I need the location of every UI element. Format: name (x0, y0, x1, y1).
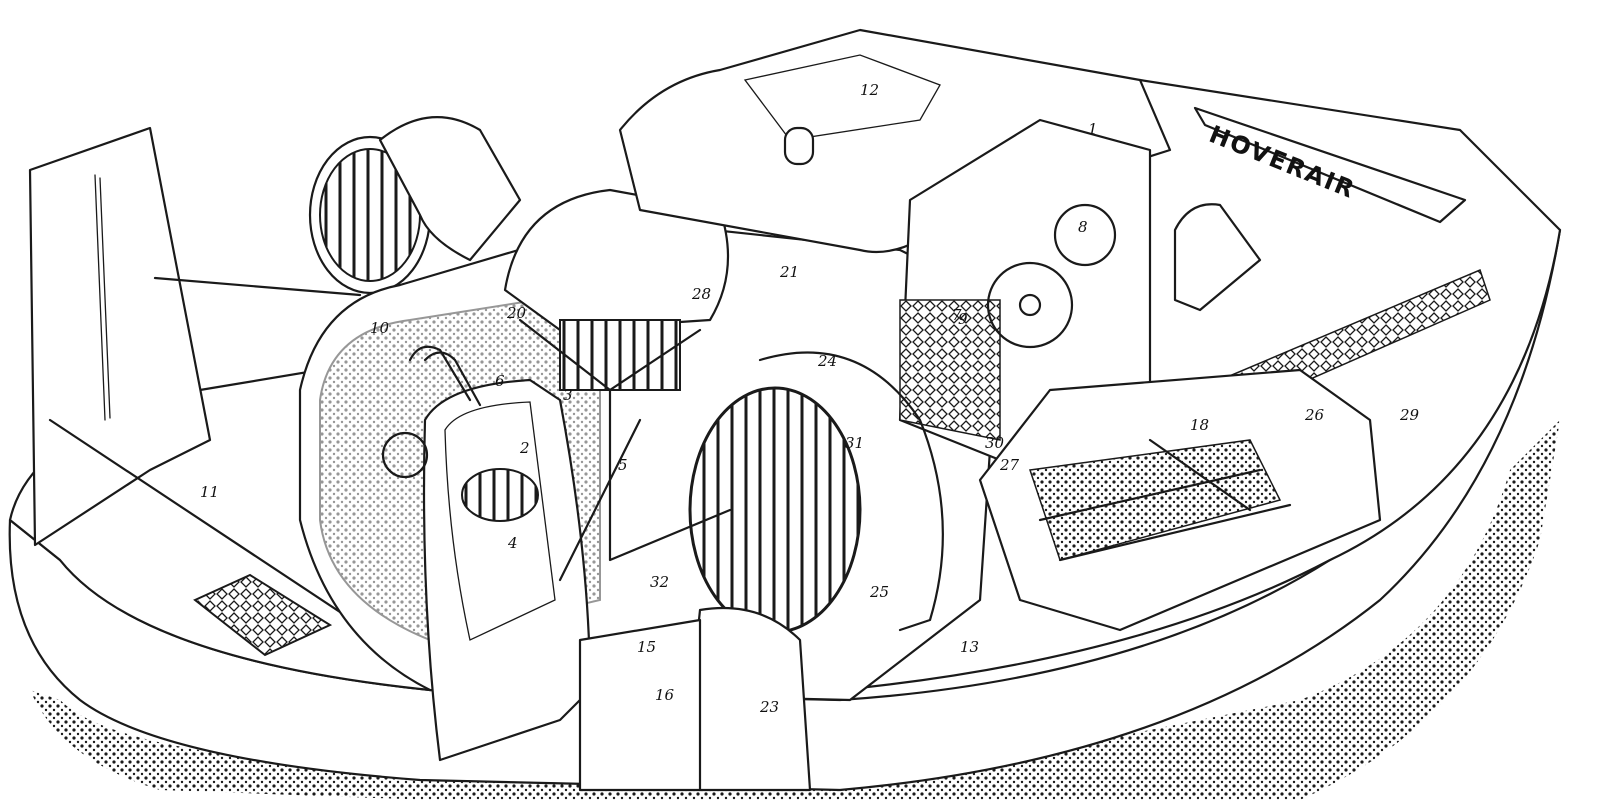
roof-hatch (743, 54, 941, 141)
callout-16: 16 (655, 686, 675, 704)
callout-12: 12 (860, 81, 879, 99)
steering-hub (1018, 293, 1042, 317)
deck-vent (193, 573, 333, 657)
callout-32: 32 (650, 573, 669, 591)
callout-3: 3 (563, 386, 573, 404)
callout-15: 15 (637, 638, 656, 656)
callout-28: 28 (691, 285, 711, 303)
callout-7: 7 (952, 306, 962, 324)
exhaust-pipes (408, 345, 482, 407)
control-rod-upper (153, 276, 362, 297)
callout-4: 4 (507, 534, 518, 552)
rudder-fin (28, 126, 212, 547)
callout-29: 29 (1399, 406, 1420, 424)
ground-shadow (30, 420, 1560, 800)
callout-25: 25 (869, 583, 889, 601)
propulsion-fan-guard (688, 386, 862, 634)
lift-fan-blades (559, 319, 681, 391)
brand-panel (1193, 106, 1467, 224)
callout-1: 1 (1088, 120, 1098, 138)
callout-26: 26 (1304, 406, 1325, 424)
callout-5: 5 (618, 456, 628, 474)
lift-fan-shroud (503, 188, 730, 332)
cabin-roof (618, 28, 1172, 254)
side-window (1173, 203, 1262, 312)
beacon-light (783, 126, 815, 166)
fan-duct-ring (758, 351, 944, 632)
instrument-dial (1053, 203, 1117, 267)
cockpit-floor-grid (899, 299, 1001, 441)
steering-wheel (986, 261, 1074, 349)
callout-30: 30 (985, 434, 1005, 452)
engine-cylinder (461, 468, 539, 522)
callout-31: 31 (845, 434, 864, 452)
passenger-well-floor (1029, 439, 1282, 561)
callout-6: 6 (495, 372, 505, 390)
callout-24: 24 (817, 352, 837, 370)
hull-skirt (8, 228, 1562, 792)
floor-bars (1038, 438, 1292, 562)
door-panel (422, 378, 592, 762)
front-step (578, 618, 702, 792)
rear-fan-housing (378, 116, 522, 262)
duct-housing (693, 606, 812, 792)
callout-13: 13 (960, 638, 979, 656)
callout-20: 20 (506, 304, 527, 322)
callout-8: 8 (1078, 218, 1088, 236)
callout-10: 10 (370, 319, 390, 337)
callout-2: 2 (519, 439, 530, 457)
door-window (444, 401, 556, 641)
callout-21: 21 (779, 263, 799, 281)
filter-canister (381, 431, 429, 479)
callout-labels: 1 2 3 4 5 6 7 8 9 10 11 12 13 15 16 18 2… (200, 81, 1420, 716)
frame-struts (518, 318, 732, 582)
callout-23: 23 (759, 698, 779, 716)
callout-27: 27 (999, 456, 1020, 474)
callout-18: 18 (1190, 416, 1209, 434)
callout-9: 9 (958, 310, 968, 328)
callout-11: 11 (200, 483, 219, 501)
rudder-edge (94, 174, 111, 421)
